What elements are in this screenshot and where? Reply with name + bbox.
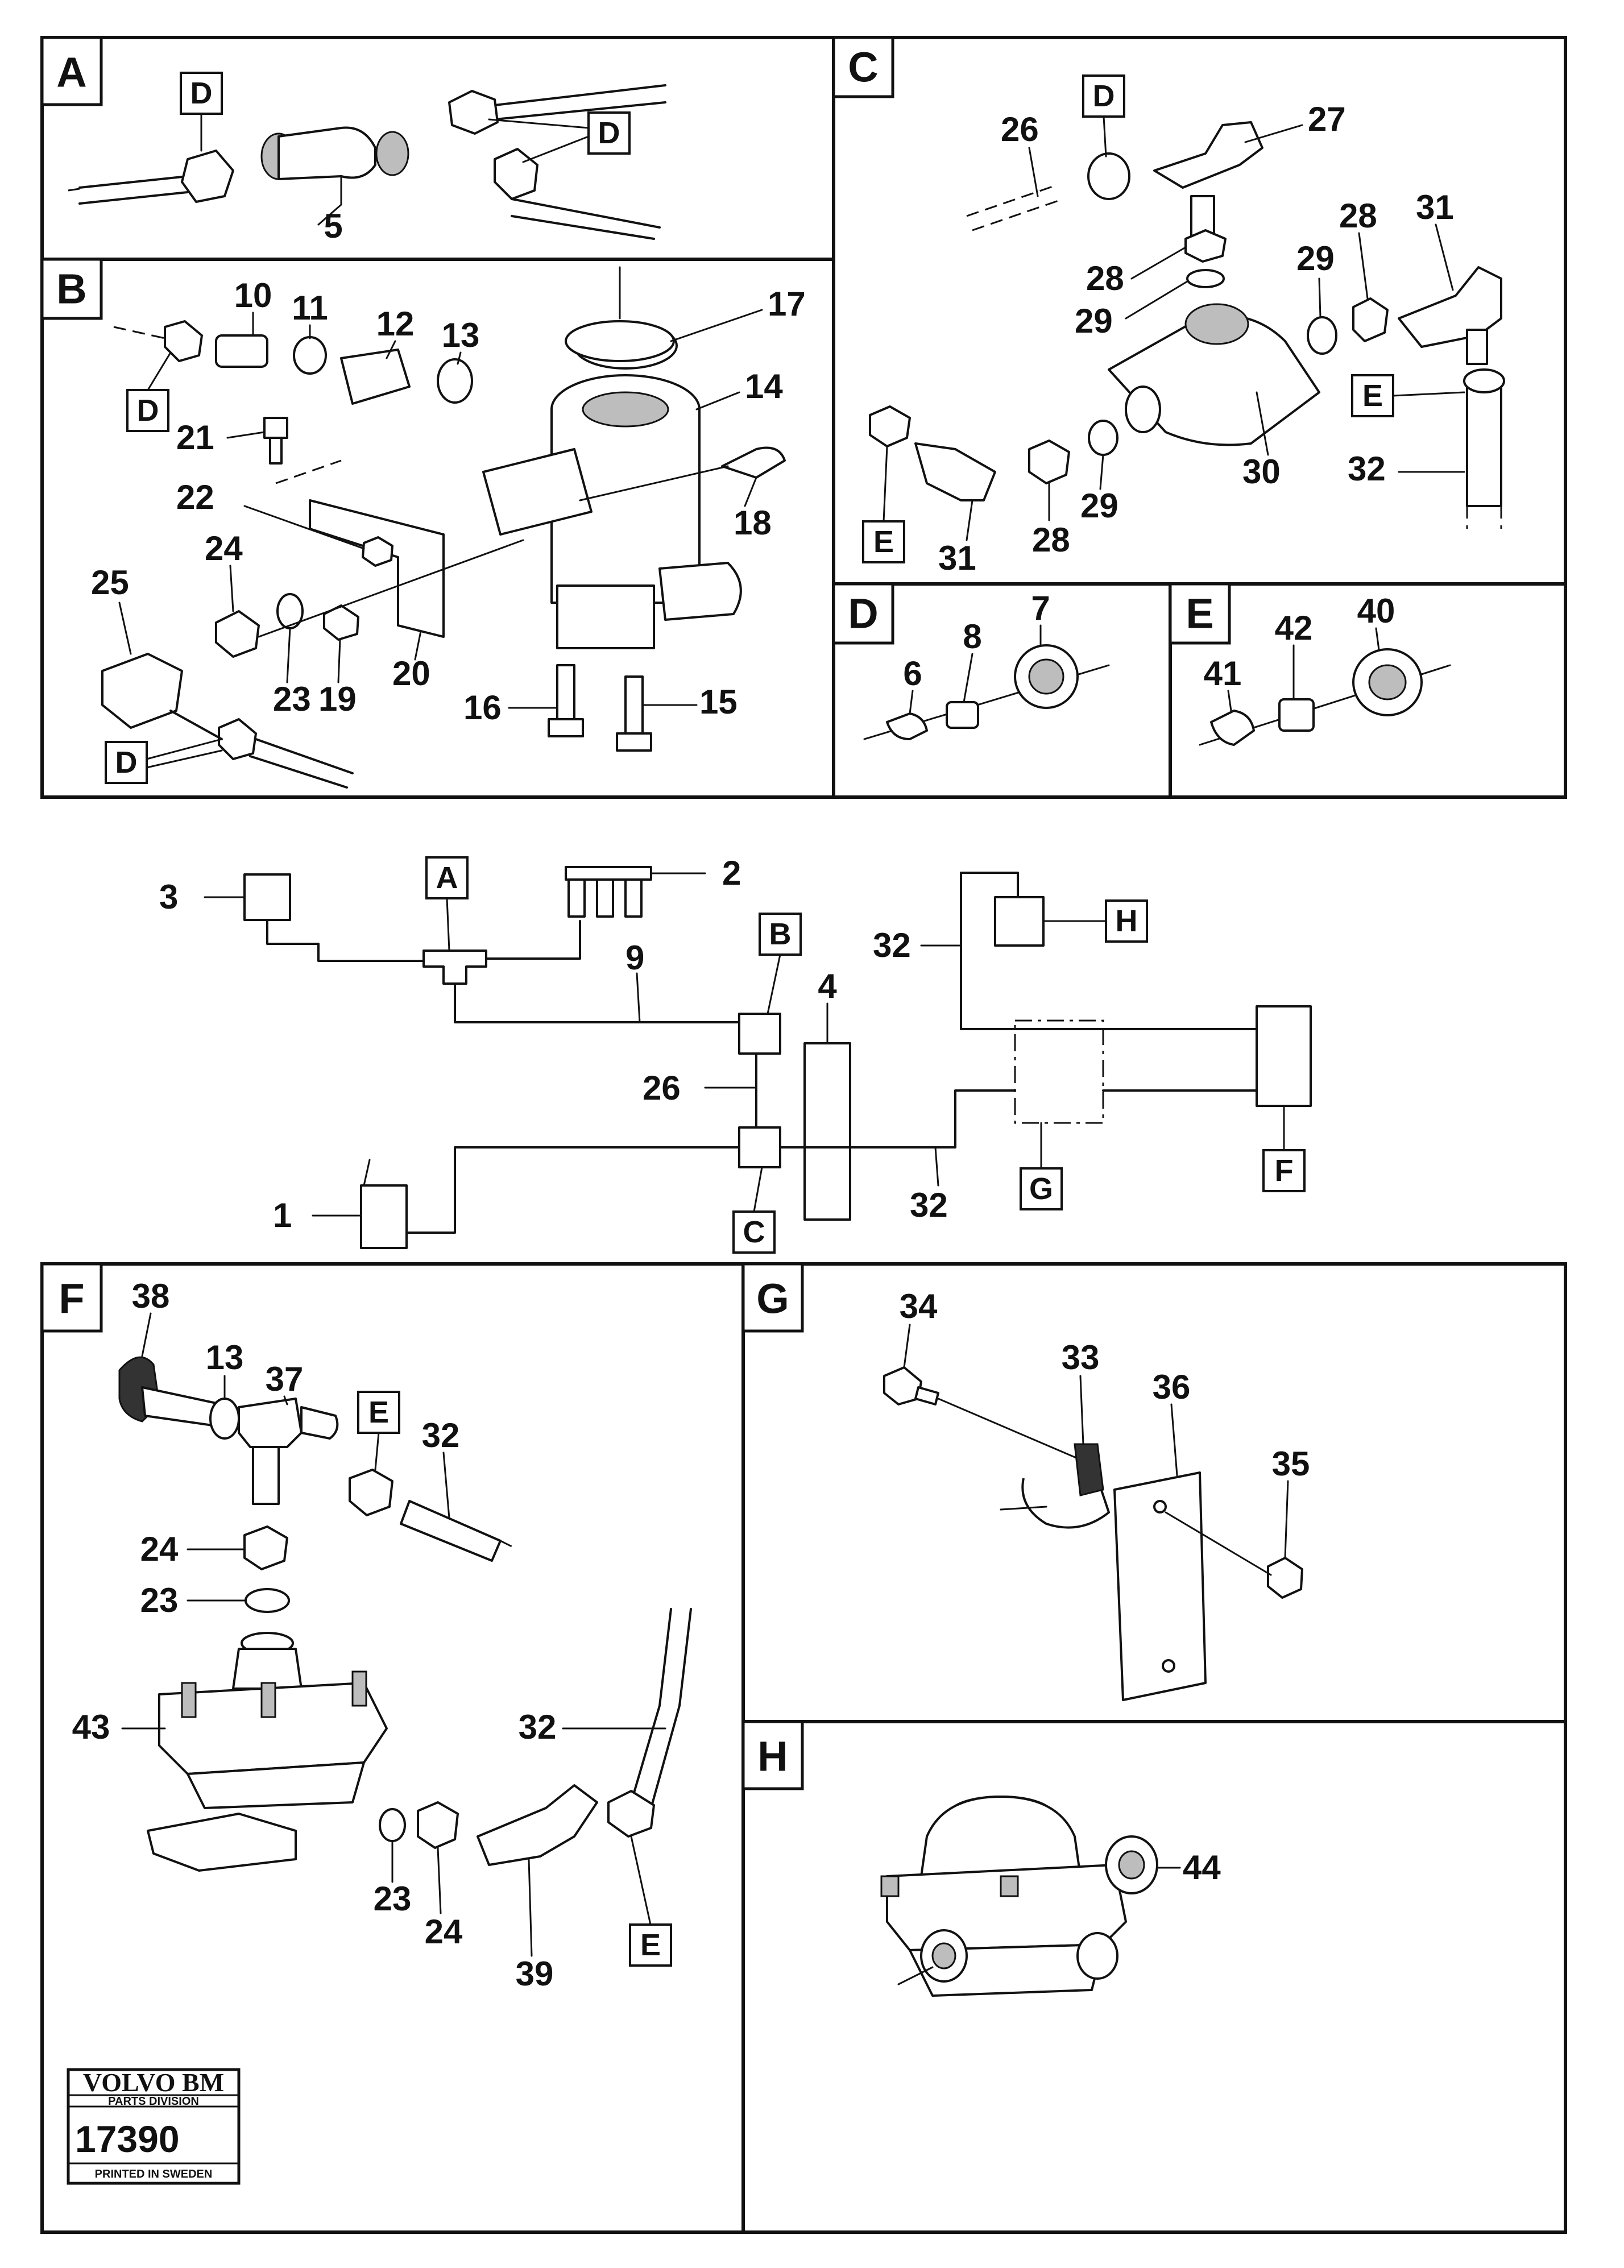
section-g: G 34 33 36 35 [741,1262,1310,1701]
ref-label-c: C [743,1215,765,1249]
part-number-21: 21 [176,418,214,457]
section-label-e: E [1186,590,1213,637]
section-label-d: D [848,590,878,637]
part-number-5: 5 [324,207,342,245]
part-number-22: 22 [176,478,214,516]
part-number-24: 24 [140,1530,179,1568]
part-number-33: 33 [1062,1338,1100,1376]
section-label-c: C [848,44,878,91]
logo-brand: VOLVO BM [83,2068,224,2097]
section-label-g: G [756,1275,789,1322]
ref-label-e: E [1362,379,1383,413]
ref-label-d: D [190,76,213,110]
ref-label-d: D [1093,79,1115,113]
ref-label-b: B [769,917,792,951]
part-number-29: 29 [1296,239,1335,277]
part-number-34: 34 [900,1287,938,1325]
ref-label-a: A [436,861,458,895]
part-number-31: 31 [938,539,976,577]
ref-label-e: E [873,525,894,559]
part-number-25: 25 [91,563,129,602]
part-number-15: 15 [699,683,738,721]
part-number-29: 29 [1075,302,1113,340]
part-number-36: 36 [1153,1368,1191,1406]
logo-printed: PRINTED IN SWEDEN [95,2168,213,2180]
ref-label-f: F [1275,1154,1294,1188]
part-number-28: 28 [1339,197,1377,235]
part-number-23: 23 [273,680,311,718]
part-number-37: 37 [266,1360,304,1398]
part-number-4: 4 [818,967,837,1005]
ref-label-d: D [115,745,138,780]
section-e-detail: E 41 42 40 [1169,582,1451,746]
part-number-3: 3 [159,878,178,916]
section-label-b: B [56,266,86,313]
system-schematic: 3 A 2 9 B 26 C 4 [159,854,1312,1254]
part-number-32: 32 [910,1186,948,1224]
part-number-12: 12 [376,305,415,343]
part-number-44: 44 [1183,1848,1221,1886]
part-number-11: 11 [292,289,328,327]
part-number-13: 13 [442,316,480,354]
section-h: H 44 [741,1720,1221,1997]
part-number-41: 41 [1204,654,1242,693]
part-number-2: 2 [722,854,741,892]
part-number-39: 39 [516,1955,554,1993]
part-number-28: 28 [1086,259,1124,297]
volvo-bm-logo: VOLVO BM PARTS DIVISION 17390 PRINTED IN… [67,2068,241,2185]
drawing-number: 17390 [75,2118,180,2160]
part-number-16: 16 [463,689,502,727]
part-number-32: 32 [519,1708,557,1746]
ref-label-d: D [137,393,159,428]
part-number-17: 17 [768,285,806,323]
part-number-9: 9 [625,939,644,977]
part-number-23: 23 [374,1880,412,1918]
part-number-23: 23 [140,1581,179,1619]
part-number-7: 7 [1031,589,1050,627]
section-f: F 38 13 37 [40,1262,692,2185]
part-number-28: 28 [1032,521,1070,559]
part-number-43: 43 [72,1708,110,1746]
section-d-detail: D 6 8 7 [832,582,1110,740]
part-number-24: 24 [425,1913,463,1951]
part-number-26: 26 [1001,110,1039,148]
part-number-10: 10 [234,276,272,314]
part-number-20: 20 [392,654,430,693]
ref-label-h: H [1116,904,1138,938]
part-number-31: 31 [1416,188,1454,226]
part-number-27: 27 [1308,100,1346,138]
part-number-30: 30 [1242,453,1281,491]
ref-label-e: E [640,1928,661,1962]
section-a: A D D 5 [40,36,666,245]
part-number-14: 14 [745,367,783,405]
ref-label-d: D [598,116,620,150]
part-number-32: 32 [422,1416,460,1454]
part-number-13: 13 [206,1338,244,1376]
part-number-38: 38 [132,1277,170,1315]
logo-division: PARTS DIVISION [108,2095,199,2108]
part-number-40: 40 [1357,592,1395,630]
part-number-32: 32 [873,926,911,964]
part-number-18: 18 [734,504,772,542]
ref-label-g: G [1029,1172,1053,1206]
section-label-h: H [757,1733,788,1780]
section-c: C D 26 27 28 29 29 [832,36,1505,577]
part-number-32: 32 [1348,450,1386,488]
part-number-19: 19 [318,680,357,718]
section-label-a: A [56,49,86,96]
part-number-24: 24 [205,529,243,567]
section-b: B [40,258,806,789]
part-number-1: 1 [273,1196,292,1234]
section-label-f: F [59,1275,84,1322]
part-number-26: 26 [643,1069,681,1107]
part-number-29: 29 [1080,487,1118,525]
part-number-6: 6 [903,654,922,693]
part-number-42: 42 [1275,609,1313,647]
part-number-8: 8 [963,617,981,656]
part-number-35: 35 [1272,1445,1310,1483]
ref-label-e: E [368,1395,389,1429]
